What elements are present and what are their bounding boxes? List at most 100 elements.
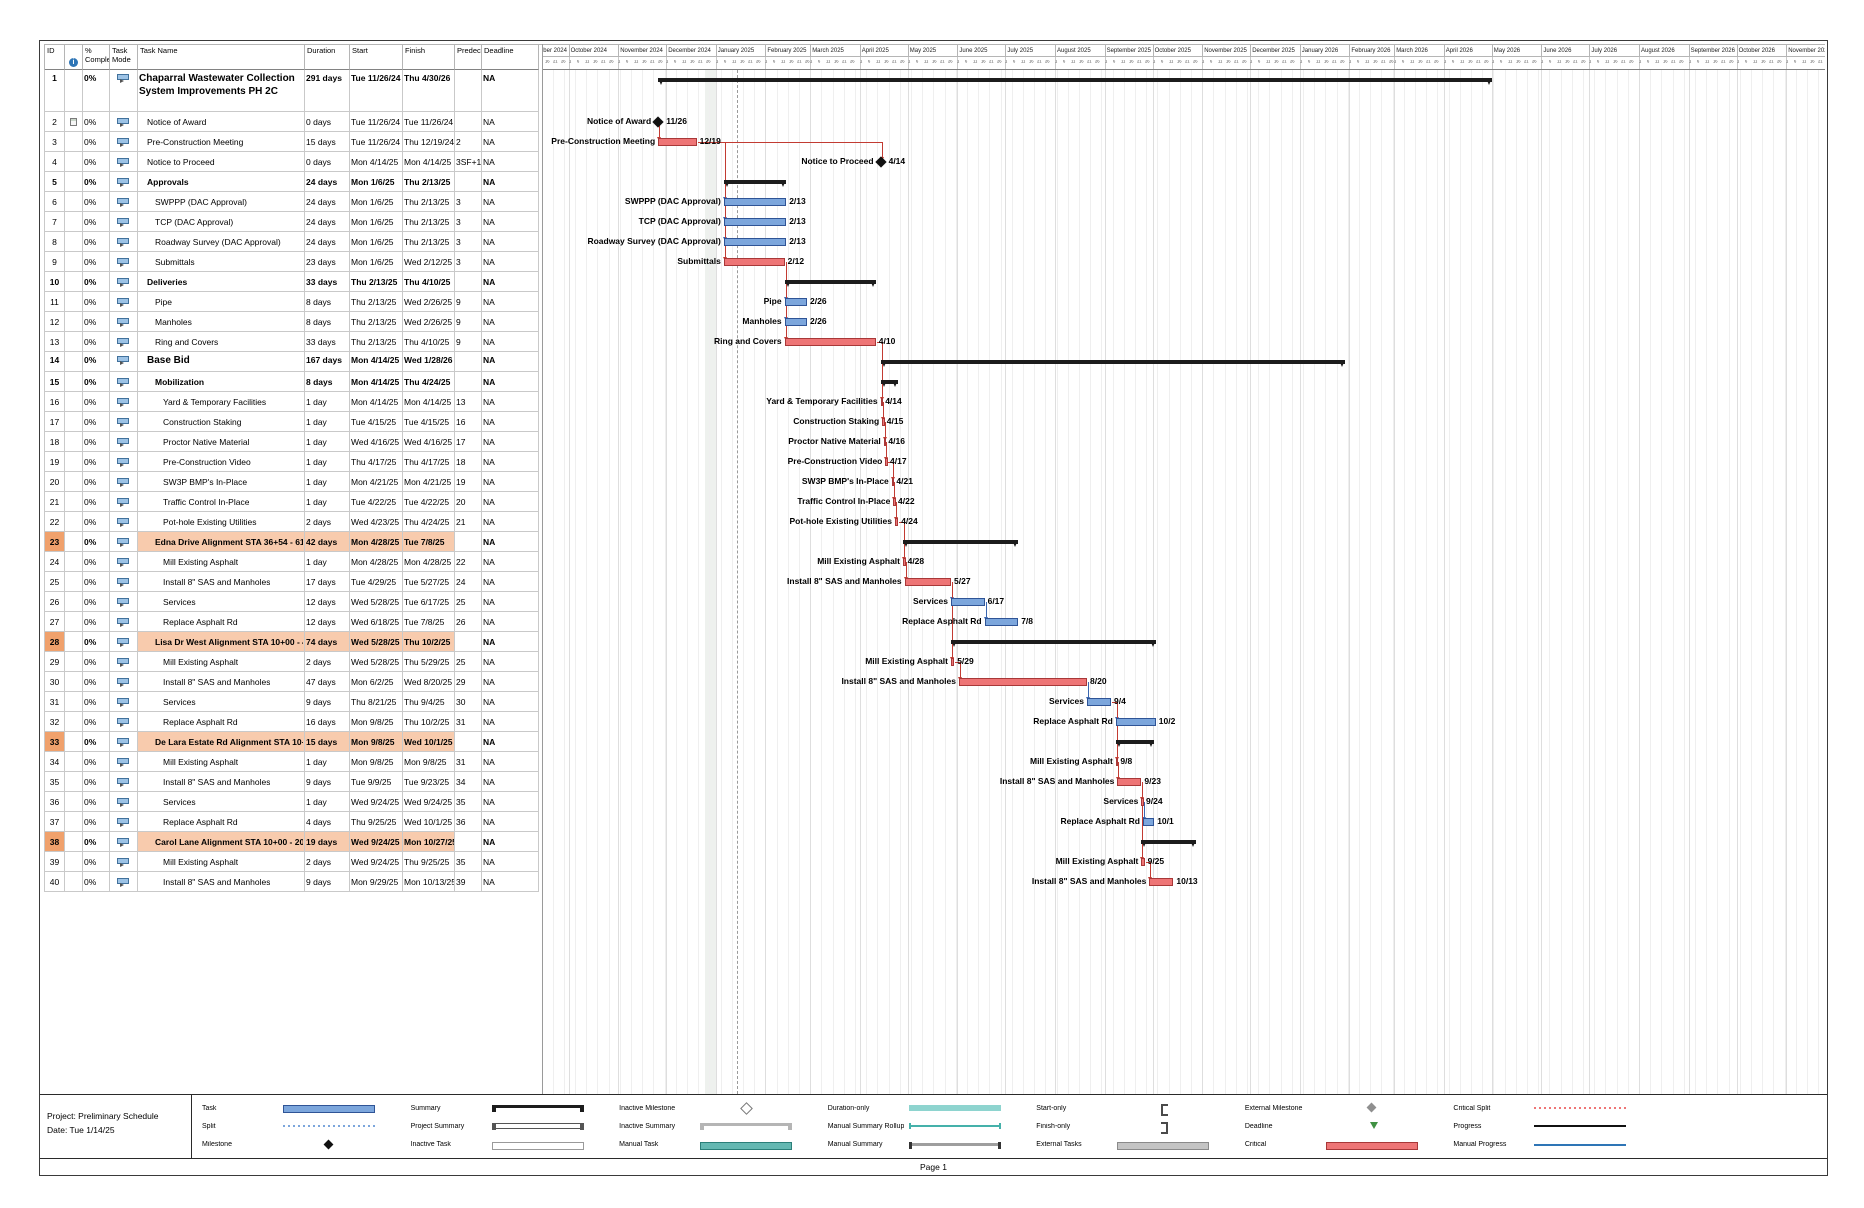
- cell-deadline[interactable]: NA: [482, 832, 539, 852]
- cell-percent-complete[interactable]: 0%: [83, 592, 110, 612]
- cell-deadline[interactable]: NA: [482, 652, 539, 672]
- cell-percent-complete[interactable]: 0%: [83, 252, 110, 272]
- cell-predecessors[interactable]: 18: [455, 452, 482, 472]
- cell-start[interactable]: Mon 6/2/25: [350, 672, 403, 692]
- cell-duration[interactable]: 1 day: [305, 472, 350, 492]
- cell-start[interactable]: Tue 11/26/24: [350, 132, 403, 152]
- cell-indicator[interactable]: [65, 472, 83, 492]
- cell-predecessors[interactable]: 39: [455, 872, 482, 892]
- cell-deadline[interactable]: NA: [482, 732, 539, 752]
- cell-deadline[interactable]: NA: [482, 492, 539, 512]
- cell-percent-complete[interactable]: 0%: [83, 832, 110, 852]
- cell-predecessors[interactable]: 20: [455, 492, 482, 512]
- cell-percent-complete[interactable]: 0%: [83, 812, 110, 832]
- cell-indicator[interactable]: [65, 712, 83, 732]
- cell-percent-complete[interactable]: 0%: [83, 132, 110, 152]
- cell-finish[interactable]: Wed 9/24/25: [403, 792, 455, 812]
- gantt-task-bar[interactable]: [883, 438, 887, 446]
- cell-task-name[interactable]: Manholes: [138, 312, 305, 332]
- cell-indicator[interactable]: [65, 732, 83, 752]
- cell-predecessors[interactable]: 13: [455, 392, 482, 412]
- cell-finish[interactable]: Tue 6/17/25: [403, 592, 455, 612]
- cell-deadline[interactable]: NA: [482, 232, 539, 252]
- gantt-summary-bar[interactable]: [658, 78, 1492, 82]
- cell-percent-complete[interactable]: 0%: [83, 572, 110, 592]
- cell-start[interactable]: Mon 4/14/25: [350, 372, 403, 392]
- cell-task-mode[interactable]: [110, 252, 138, 272]
- cell-percent-complete[interactable]: 0%: [83, 392, 110, 412]
- col-header-predecessors[interactable]: Predecess: [455, 45, 482, 70]
- cell-deadline[interactable]: NA: [482, 112, 539, 132]
- cell-duration[interactable]: 2 days: [305, 652, 350, 672]
- cell-finish[interactable]: Wed 10/1/25: [403, 812, 455, 832]
- cell-task-mode[interactable]: [110, 192, 138, 212]
- cell-deadline[interactable]: NA: [482, 552, 539, 572]
- gantt-task-bar[interactable]: [1141, 798, 1144, 806]
- cell-id[interactable]: 39: [45, 852, 65, 872]
- cell-percent-complete[interactable]: 0%: [83, 552, 110, 572]
- cell-predecessors[interactable]: 3: [455, 252, 482, 272]
- cell-duration[interactable]: 23 days: [305, 252, 350, 272]
- cell-id[interactable]: 40: [45, 872, 65, 892]
- cell-task-name[interactable]: Deliveries: [138, 272, 305, 292]
- cell-start[interactable]: Mon 1/6/25: [350, 192, 403, 212]
- cell-start[interactable]: Wed 5/28/25: [350, 652, 403, 672]
- cell-id[interactable]: 14: [45, 352, 65, 372]
- cell-task-name[interactable]: Carol Lane Alignment STA 10+00 - 20+23: [138, 832, 305, 852]
- cell-finish[interactable]: Thu 2/13/25: [403, 172, 455, 192]
- cell-predecessors[interactable]: 25: [455, 592, 482, 612]
- cell-start[interactable]: Mon 4/28/25: [350, 532, 403, 552]
- cell-start[interactable]: Tue 4/22/25: [350, 492, 403, 512]
- cell-deadline[interactable]: NA: [482, 272, 539, 292]
- cell-task-mode[interactable]: [110, 272, 138, 292]
- cell-task-name[interactable]: Mill Existing Asphalt: [138, 652, 305, 672]
- cell-indicator[interactable]: [65, 232, 83, 252]
- cell-finish[interactable]: Thu 4/24/25: [403, 372, 455, 392]
- gantt-task-bar[interactable]: [723, 218, 787, 226]
- cell-finish[interactable]: Mon 4/14/25: [403, 152, 455, 172]
- col-header-id[interactable]: ID: [45, 45, 65, 70]
- cell-predecessors[interactable]: 9: [455, 312, 482, 332]
- cell-duration[interactable]: 8 days: [305, 372, 350, 392]
- cell-duration[interactable]: 74 days: [305, 632, 350, 652]
- gantt-task-bar[interactable]: [880, 398, 884, 406]
- cell-task-mode[interactable]: [110, 392, 138, 412]
- cell-deadline[interactable]: NA: [482, 532, 539, 552]
- cell-id[interactable]: 12: [45, 312, 65, 332]
- cell-deadline[interactable]: NA: [482, 852, 539, 872]
- cell-indicator[interactable]: [65, 132, 83, 152]
- cell-indicator[interactable]: [65, 552, 83, 572]
- cell-finish[interactable]: Tue 11/26/24: [403, 112, 455, 132]
- cell-start[interactable]: Mon 4/14/25: [350, 392, 403, 412]
- cell-finish[interactable]: Mon 4/14/25: [403, 392, 455, 412]
- cell-start[interactable]: Thu 9/25/25: [350, 812, 403, 832]
- cell-percent-complete[interactable]: 0%: [83, 70, 110, 112]
- cell-task-name[interactable]: Replace Asphalt Rd: [138, 812, 305, 832]
- cell-duration[interactable]: 8 days: [305, 312, 350, 332]
- gantt-task-bar[interactable]: [1087, 698, 1111, 706]
- cell-id[interactable]: 23: [45, 532, 65, 552]
- cell-start[interactable]: Thu 8/21/25: [350, 692, 403, 712]
- cell-task-mode[interactable]: [110, 212, 138, 232]
- cell-indicator[interactable]: [65, 172, 83, 192]
- gantt-task-bar[interactable]: [904, 578, 951, 586]
- cell-indicator[interactable]: [65, 652, 83, 672]
- gantt-task-bar[interactable]: [903, 558, 906, 566]
- cell-indicator[interactable]: [65, 672, 83, 692]
- cell-task-mode[interactable]: [110, 592, 138, 612]
- cell-duration[interactable]: 15 days: [305, 732, 350, 752]
- cell-deadline[interactable]: NA: [482, 372, 539, 392]
- cell-task-mode[interactable]: [110, 332, 138, 352]
- cell-predecessors[interactable]: 3SF+139 d: [455, 152, 482, 172]
- cell-start[interactable]: Mon 1/6/25: [350, 172, 403, 192]
- cell-start[interactable]: Mon 4/21/25: [350, 472, 403, 492]
- gantt-task-bar[interactable]: [723, 198, 787, 206]
- cell-task-mode[interactable]: [110, 672, 138, 692]
- cell-duration[interactable]: 1 day: [305, 492, 350, 512]
- cell-deadline[interactable]: NA: [482, 412, 539, 432]
- cell-predecessors[interactable]: 17: [455, 432, 482, 452]
- cell-task-name[interactable]: Traffic Control In-Place: [138, 492, 305, 512]
- cell-predecessors[interactable]: 36: [455, 812, 482, 832]
- col-header-deadline[interactable]: Deadline: [482, 45, 539, 70]
- cell-task-mode[interactable]: [110, 512, 138, 532]
